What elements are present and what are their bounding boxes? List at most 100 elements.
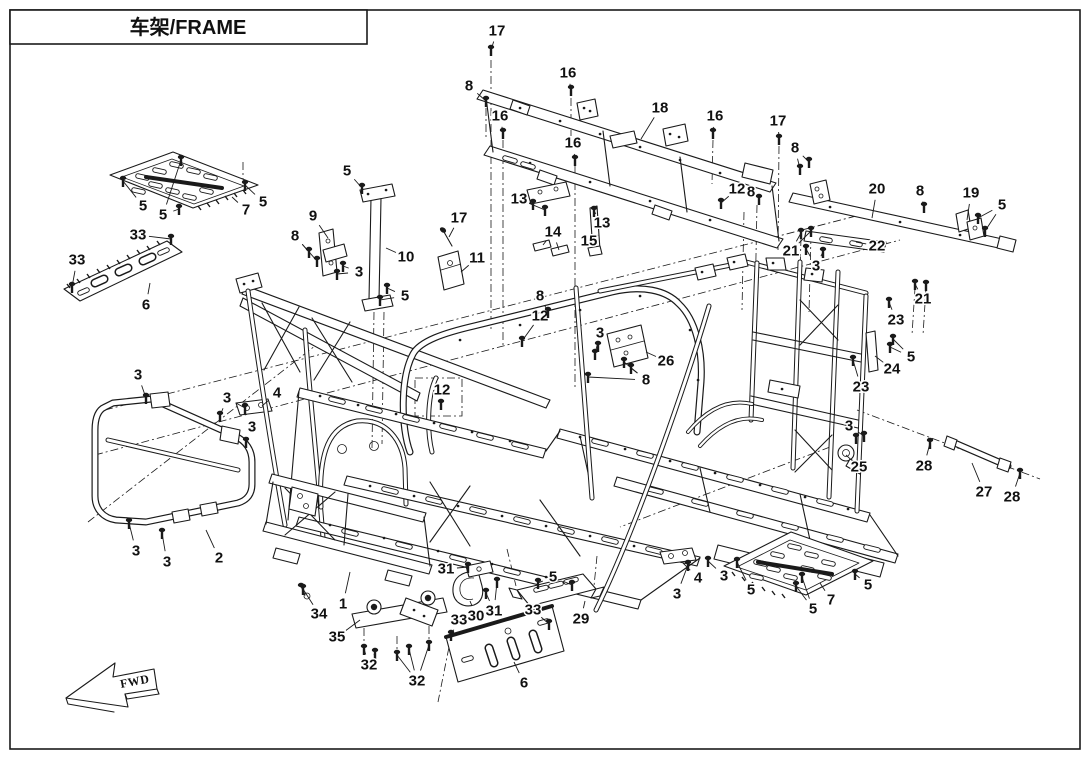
callout-17: 17	[451, 210, 468, 227]
bolt-icon	[142, 392, 150, 404]
callout-5: 5	[343, 163, 351, 180]
leader-line	[707, 560, 717, 569]
callout-33: 33	[451, 612, 468, 629]
leader-line	[205, 529, 215, 549]
plate-6-left	[63, 240, 183, 302]
leader-line	[344, 571, 351, 594]
leader-line	[261, 399, 269, 407]
callout-15: 15	[581, 233, 598, 250]
bolt-icon	[529, 198, 537, 210]
bolt-icon	[885, 296, 893, 308]
callout-21: 21	[915, 291, 932, 308]
callout-29: 29	[573, 611, 590, 628]
bolt-icon	[518, 335, 526, 347]
callout-13: 13	[594, 215, 611, 232]
leader-line	[795, 585, 807, 601]
callout-3: 3	[248, 419, 256, 436]
callout-16: 16	[565, 135, 582, 152]
bolt-icon	[1016, 467, 1024, 479]
leader-line	[801, 576, 810, 599]
callout-5: 5	[401, 288, 409, 305]
leader-line	[318, 224, 329, 239]
bolt-icon	[499, 127, 507, 139]
callout-16: 16	[492, 108, 509, 125]
bolt-icon	[482, 95, 490, 107]
main-frame	[235, 253, 899, 613]
callout-31: 31	[438, 561, 455, 578]
callout-3: 3	[163, 554, 171, 571]
callout-13: 13	[511, 191, 528, 208]
leader-line	[594, 234, 599, 238]
bolt-icon	[371, 647, 379, 659]
leader-line	[165, 159, 182, 205]
parts-13-14-15	[526, 181, 603, 257]
callout-9: 9	[309, 208, 317, 225]
bolt-icon	[755, 193, 763, 205]
bracket-9	[318, 228, 348, 277]
leader-line	[244, 184, 256, 195]
callout-8: 8	[465, 78, 473, 95]
bolt-icon	[704, 555, 712, 567]
bolt-icon	[125, 517, 133, 529]
leader-line	[345, 619, 361, 631]
callout-32: 32	[361, 657, 378, 674]
bolt-icon	[464, 561, 472, 573]
bolt-icon	[627, 362, 635, 374]
leader-line	[971, 462, 981, 483]
bolt-icon	[545, 618, 553, 630]
leader-line	[336, 272, 349, 275]
callout-12: 12	[729, 181, 746, 198]
callout-28: 28	[916, 458, 933, 475]
leader-line	[513, 661, 520, 674]
bolt-icon	[393, 649, 401, 661]
leader-line	[469, 600, 473, 606]
leader-line	[396, 654, 411, 673]
callout-32: 32	[409, 673, 426, 690]
bolt-icon	[849, 354, 857, 366]
callout-5: 5	[864, 577, 872, 594]
bolt-icon	[437, 398, 445, 410]
bolt-icon	[241, 402, 249, 414]
callout-8: 8	[536, 288, 544, 305]
leader-line	[645, 351, 657, 357]
bolt-icon	[911, 278, 919, 290]
callout-3: 3	[596, 325, 604, 342]
mount-35	[297, 582, 448, 629]
leader-line	[122, 180, 137, 198]
callout-4: 4	[273, 385, 282, 402]
leader-line	[386, 287, 396, 292]
callout-23: 23	[853, 379, 870, 396]
bolt-icon	[333, 268, 341, 280]
bolt-icon	[242, 436, 250, 448]
rear-crossbar	[788, 179, 1017, 253]
callout-3: 3	[673, 586, 681, 603]
bolt-icon	[241, 179, 249, 191]
bolt-icon	[158, 527, 166, 539]
callout-28: 28	[1004, 489, 1021, 506]
plate-6-bottom	[444, 604, 565, 683]
fwd-label: FWD	[119, 672, 151, 691]
leader-line	[966, 203, 970, 221]
bolt-icon	[807, 225, 815, 237]
callout-3: 3	[812, 258, 820, 275]
page-title: 车架/FRAME	[130, 15, 247, 39]
leader-line	[889, 346, 902, 353]
bolt-icon	[775, 133, 783, 145]
callout-33: 33	[69, 252, 86, 269]
bolt-icon	[216, 410, 224, 422]
callout-11: 11	[469, 250, 485, 267]
callout-6: 6	[142, 297, 150, 314]
callout-17: 17	[770, 113, 787, 130]
bolt-icon	[591, 348, 599, 360]
bolt-icon	[709, 127, 717, 139]
bolt-icon	[358, 182, 366, 194]
bolt-icon	[447, 629, 455, 641]
bolt-icon	[568, 579, 576, 591]
bolt-icon	[167, 233, 175, 245]
bolt-icon	[339, 260, 347, 272]
bolt-icon	[175, 203, 183, 215]
bolt-icon	[487, 44, 495, 56]
callout-10: 10	[398, 249, 415, 266]
bolt-icon	[926, 437, 934, 449]
